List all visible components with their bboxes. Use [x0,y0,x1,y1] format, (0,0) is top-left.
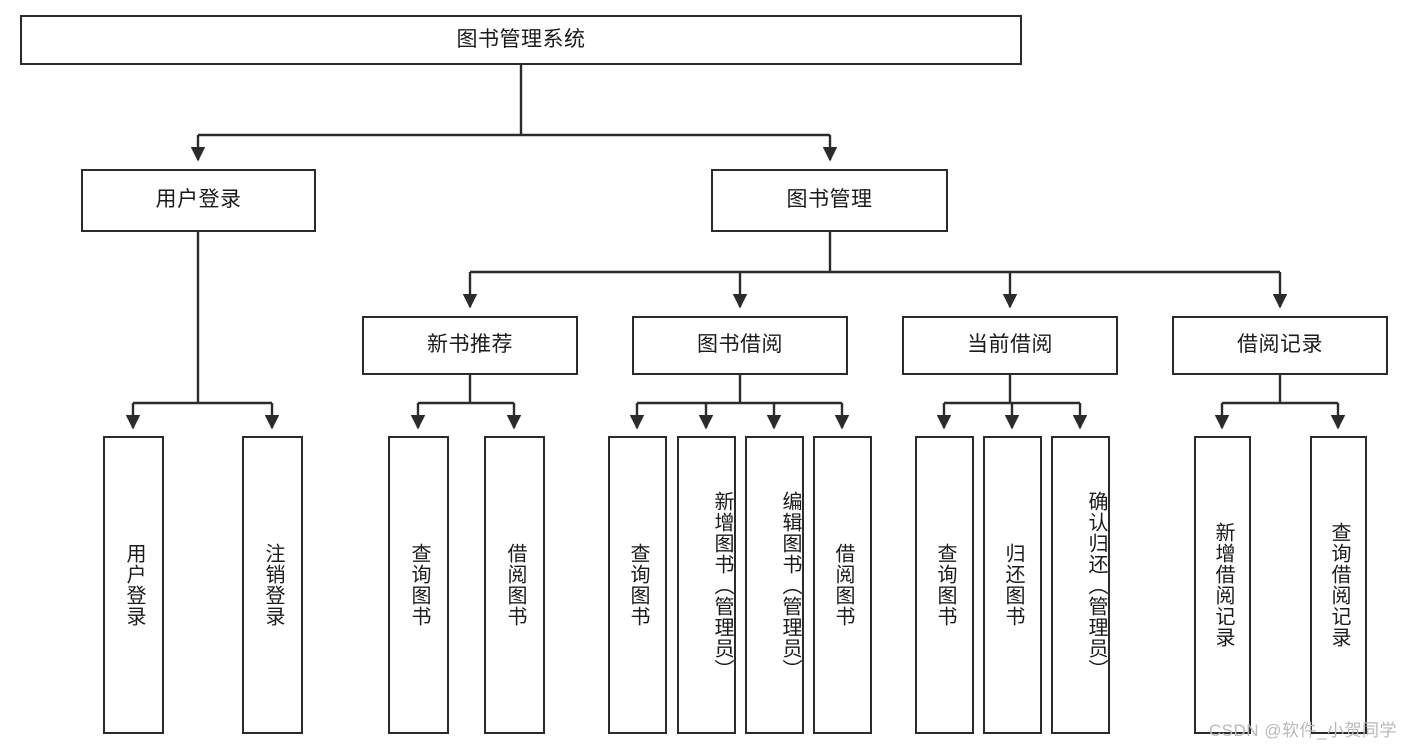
node-leaf-recommend-query[interactable]: 查询图书 [388,436,449,734]
node-borrow-record-label: 借阅记录 [1237,333,1323,357]
node-leaf-current-confirm-label: 确认归还（管理员） [1085,490,1107,680]
node-leaf-recommend-borrow[interactable]: 借阅图书 [484,436,545,734]
node-current-borrow[interactable]: 当前借阅 [902,316,1118,375]
node-user-login[interactable]: 用户登录 [81,169,316,232]
node-leaf-borrow-lend-label: 借阅图书 [832,543,854,627]
node-leaf-user-login[interactable]: 用户登录 [103,436,164,734]
node-leaf-borrow-add-label: 新增图书（管理员） [711,490,733,680]
node-current-borrow-label: 当前借阅 [967,333,1053,357]
node-leaf-borrow-lend[interactable]: 借阅图书 [813,436,872,734]
node-borrow-record[interactable]: 借阅记录 [1172,316,1388,375]
node-leaf-borrow-query[interactable]: 查询图书 [608,436,667,734]
node-leaf-record-add[interactable]: 新增借阅记录 [1194,436,1251,734]
node-leaf-borrow-query-label: 查询图书 [627,543,649,627]
csdn-watermark: CSDN @软件_小贺同学 [1208,721,1397,740]
node-leaf-borrow-edit-label: 编辑图书（管理员） [779,490,801,680]
node-leaf-current-query-label: 查询图书 [934,543,956,627]
node-leaf-borrow-edit[interactable]: 编辑图书（管理员） [745,436,804,734]
node-leaf-record-add-label: 新增借阅记录 [1212,522,1234,648]
node-leaf-current-return-label: 归还图书 [1002,543,1024,627]
node-book-borrow-label: 图书借阅 [697,333,783,357]
node-leaf-current-return[interactable]: 归还图书 [983,436,1042,734]
node-leaf-record-query-label: 查询借阅记录 [1328,522,1350,648]
node-leaf-recommend-query-label: 查询图书 [408,543,430,627]
node-book-manage[interactable]: 图书管理 [711,169,948,232]
node-leaf-user-logout-label: 注销登录 [262,543,284,627]
node-root-label: 图书管理系统 [456,27,586,51]
node-leaf-user-login-label: 用户登录 [123,543,145,627]
node-leaf-recommend-borrow-label: 借阅图书 [504,543,526,627]
node-root[interactable]: 图书管理系统 [20,15,1022,65]
node-leaf-user-logout[interactable]: 注销登录 [242,436,303,734]
node-leaf-borrow-add[interactable]: 新增图书（管理员） [677,436,736,734]
node-book-manage-label: 图书管理 [786,188,873,212]
node-user-login-label: 用户登录 [155,188,242,212]
node-leaf-record-query[interactable]: 查询借阅记录 [1310,436,1367,734]
node-leaf-current-confirm[interactable]: 确认归还（管理员） [1051,436,1110,734]
node-new-book-recommend[interactable]: 新书推荐 [362,316,578,375]
node-leaf-current-query[interactable]: 查询图书 [915,436,974,734]
node-new-book-recommend-label: 新书推荐 [427,333,513,357]
node-book-borrow[interactable]: 图书借阅 [632,316,848,375]
